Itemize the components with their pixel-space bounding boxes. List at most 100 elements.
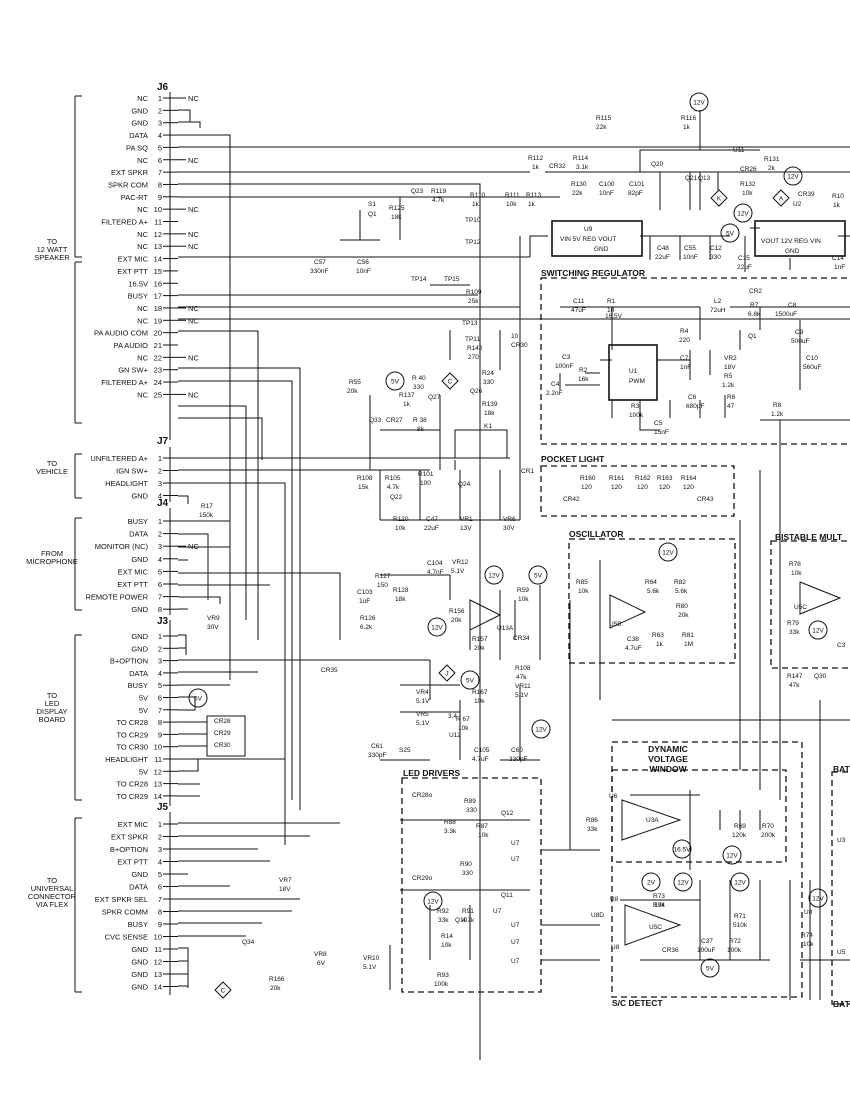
pin-label: PAC-RT xyxy=(121,193,149,202)
supply-label: 5V xyxy=(466,678,475,685)
component-label: U9 xyxy=(584,226,593,233)
component-label: 8k xyxy=(417,426,425,433)
component-label: VR1 xyxy=(460,516,473,523)
pin-label: GND xyxy=(131,945,148,954)
pin-number: 12 xyxy=(154,958,162,967)
component-label: 33k xyxy=(438,917,449,924)
section-titles: SWITCHING REGULATOR POCKET LIGHT OSCILLA… xyxy=(403,268,850,1009)
component-label: 30V xyxy=(207,624,219,631)
pin-number: 9 xyxy=(158,193,162,202)
supply-circle xyxy=(700,958,720,978)
component-label: R130 xyxy=(571,181,587,188)
component-label: R147 xyxy=(787,673,803,680)
component-label: R10 xyxy=(832,193,844,200)
pin-label: EXT SPKR xyxy=(111,833,149,842)
component-label: R157 xyxy=(472,636,488,643)
component-label: R 40 xyxy=(412,375,426,382)
supply-circle xyxy=(783,166,803,186)
supply-circle xyxy=(658,542,678,562)
pin-number: 4 xyxy=(158,858,162,867)
pin-label: DATA xyxy=(129,530,148,539)
component-label: 2.2nF xyxy=(546,390,563,397)
component-label: R17 xyxy=(201,503,213,510)
component-label: 16k xyxy=(578,376,589,383)
component-label: R108 xyxy=(357,475,373,482)
nc-label: NC xyxy=(188,390,199,399)
component-label: R1 xyxy=(607,298,616,305)
component-label: U13A xyxy=(497,625,514,632)
component-label: 4.7k xyxy=(462,917,475,924)
component-label: U7 xyxy=(511,856,520,863)
component-label: 3.1k xyxy=(576,164,589,171)
pin-number: 11 xyxy=(154,755,162,764)
supply-circle xyxy=(808,888,828,908)
pin-number: 10 xyxy=(154,933,162,942)
component-label: R70 xyxy=(762,823,774,830)
component-label: R92 xyxy=(437,908,449,915)
component-label: R108 xyxy=(515,665,531,672)
component-label: CR42 xyxy=(563,496,580,503)
supply-circle xyxy=(528,565,548,585)
component-label: U7 xyxy=(511,958,520,965)
component-label: 270 xyxy=(468,354,479,361)
component-label: C10 xyxy=(806,355,818,362)
supply-label: 5V xyxy=(706,966,715,973)
component-label: 120 xyxy=(637,484,648,491)
component-label: R73 xyxy=(653,893,665,900)
component-label: CR39 xyxy=(798,191,815,198)
pin-label: EXT PTT xyxy=(117,580,148,589)
component-label: 5.1V xyxy=(451,568,465,575)
pin-number: 19 xyxy=(154,316,162,325)
pin-number: 5 xyxy=(158,143,162,152)
component-label: R109 xyxy=(466,289,482,296)
component-label: C55 xyxy=(684,245,696,252)
pin-label: NC xyxy=(137,205,148,214)
component-label: C12 xyxy=(710,245,722,252)
component-label: VR11 xyxy=(515,683,531,690)
component-label: 5.1V xyxy=(416,698,430,705)
component-label: U3A xyxy=(646,817,659,824)
component-label: U7 xyxy=(511,840,520,847)
component-label: R86 xyxy=(586,817,598,824)
pin-label: UNFILTERED A+ xyxy=(90,454,148,463)
component-label: CR30 xyxy=(511,342,528,349)
pin-number: 2 xyxy=(158,530,162,539)
connector-j5-name: J5 xyxy=(157,802,169,813)
component-label: S25 xyxy=(399,747,411,754)
component-label: Q10 xyxy=(455,917,468,924)
connector-destination-label: VEHICLE xyxy=(36,467,68,476)
pin-label: EXT MIC xyxy=(118,567,149,576)
supply-label: 12V xyxy=(693,100,705,107)
component-label: 10nF xyxy=(599,190,614,197)
connector-destination-label: TO xyxy=(47,691,57,700)
supply-circle xyxy=(673,872,693,892)
component-label: 100nF xyxy=(555,363,573,370)
component-label: 4.7k xyxy=(387,484,400,491)
dvw-title-1: DYNAMIC xyxy=(648,744,688,754)
pin-label: GND xyxy=(131,632,148,641)
component-label: R131 xyxy=(764,156,780,163)
component-label: R 38 xyxy=(413,417,427,424)
component-label: Q22 xyxy=(390,494,403,501)
supply-label: 12V xyxy=(726,853,738,860)
component-label: CR26 xyxy=(740,166,757,173)
supply-label: 5V xyxy=(194,696,203,703)
component-label: R93 xyxy=(437,972,449,979)
pin-number: 4 xyxy=(158,131,162,140)
component-label: 120 xyxy=(611,484,622,491)
pin-number: 13 xyxy=(154,780,162,789)
component-label: TP15 xyxy=(444,276,460,283)
component-label: R127 xyxy=(375,573,391,580)
component-label: K1 xyxy=(484,423,492,430)
connector-destination-label: SPEAKER xyxy=(34,253,70,262)
pin-number: 7 xyxy=(158,593,162,602)
component-label: GND xyxy=(594,246,609,253)
component-label: R80 xyxy=(676,603,688,610)
pin-number: 22 xyxy=(154,353,162,362)
supply-label: 12V xyxy=(431,625,443,632)
flag-diamond xyxy=(438,664,456,682)
component-label: R161 xyxy=(609,475,625,482)
nc-label: NC xyxy=(188,353,199,362)
pin-label: GN SW+ xyxy=(118,366,148,375)
